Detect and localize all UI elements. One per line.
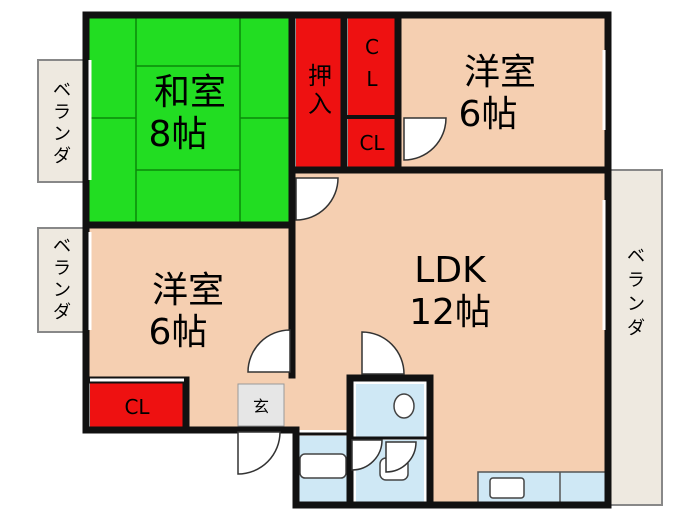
ldk-size: 12帖 (409, 292, 491, 333)
oshiire-label-1: 押 (308, 62, 332, 90)
ldk-name: LDK (414, 250, 487, 291)
oshiire-closet (296, 15, 344, 167)
oshiire-label-2: 入 (308, 90, 332, 118)
cl-bottom-label: CL (124, 395, 150, 419)
bathtub-icon (299, 453, 347, 479)
veranda-west-bottom (37, 227, 87, 333)
washitsu-name: 和室 (154, 72, 226, 113)
door-swings (237, 117, 447, 475)
sink-icon (489, 477, 525, 499)
washbasin-icon (393, 393, 415, 419)
youshitsu-w-name: 洋室 (152, 270, 224, 311)
cl-bottom-closet (90, 382, 184, 430)
ldk-floor (292, 172, 608, 505)
veranda-char: ベ (627, 246, 645, 267)
veranda-char: ダ (53, 146, 71, 167)
cl-top-label-2: L (366, 67, 378, 91)
cl-top-label-1: C (365, 35, 379, 59)
veranda-char: ン (53, 124, 71, 145)
tatami-lines (86, 15, 292, 225)
veranda-char: ラ (53, 258, 71, 279)
veranda-west-top-label: ベ ラ ン ダ (53, 80, 71, 167)
cl-small-label: CL (359, 131, 385, 155)
veranda-west-bottom-label: ベ ラ ン ダ (53, 236, 71, 323)
genkan-label: 玄 (253, 397, 269, 416)
veranda-east-label: ベ ラ ン ダ (627, 246, 645, 339)
veranda-char: ン (627, 294, 645, 315)
genkan-floor (237, 383, 285, 427)
veranda-char: ベ (53, 236, 71, 257)
veranda-char: ラ (53, 102, 71, 123)
window-marks (88, 50, 606, 382)
cl-top-closet (348, 15, 396, 115)
veranda-east (609, 169, 663, 506)
youshitsu-ne-size: 6帖 (459, 94, 518, 135)
veranda-char: ベ (53, 80, 71, 101)
washitsu-size: 8帖 (149, 114, 208, 155)
youshitsu-w-size: 6帖 (149, 312, 208, 353)
washitsu-floor (86, 15, 292, 225)
veranda-char: ン (53, 280, 71, 301)
veranda-char: ダ (53, 302, 71, 323)
walls (82, 11, 612, 509)
veranda-char: ダ (627, 318, 645, 339)
cl-small-closet (348, 119, 396, 167)
veranda-west-top (37, 59, 87, 183)
youshitsu-ne-name: 洋室 (464, 52, 536, 93)
veranda-char: ラ (627, 270, 645, 291)
